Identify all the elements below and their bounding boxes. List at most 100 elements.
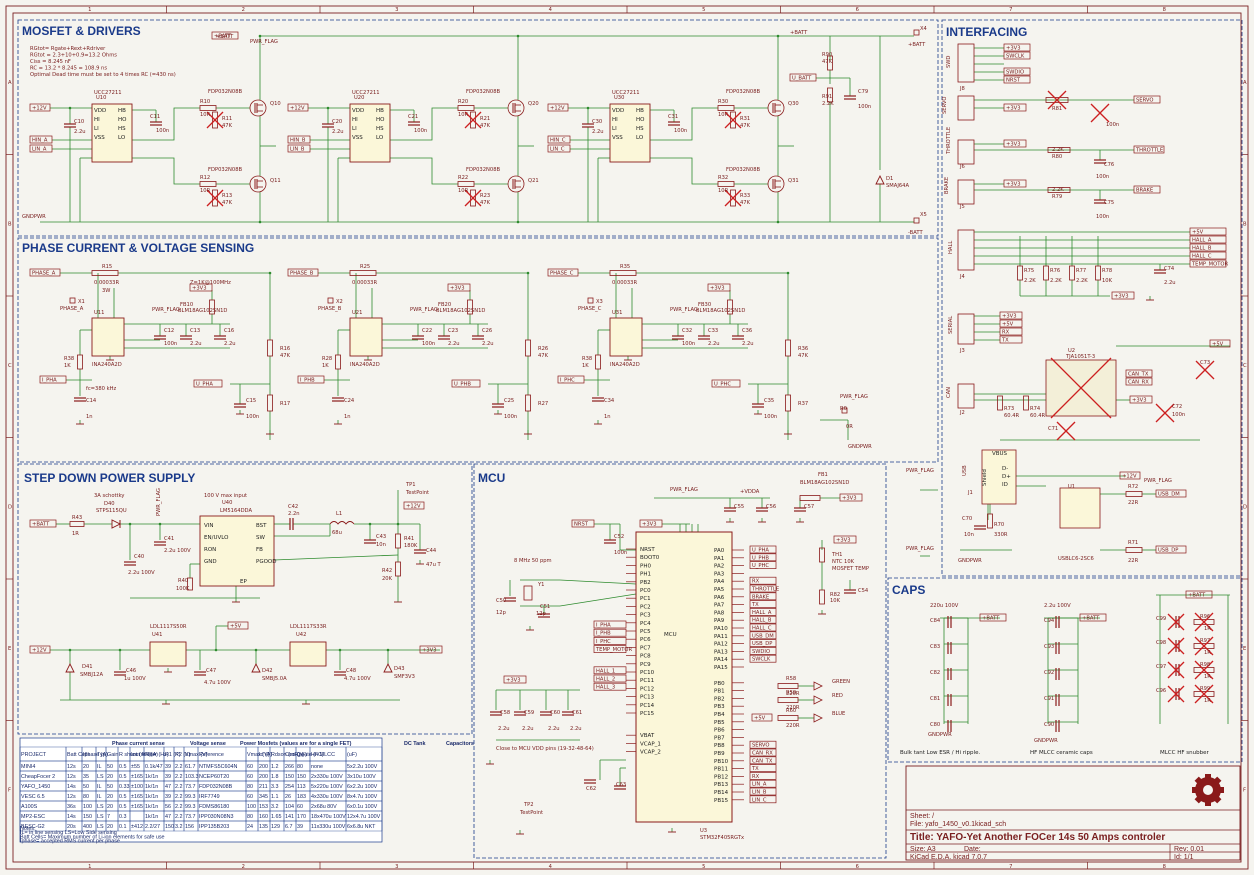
ic-ref: U10 (96, 95, 106, 101)
table-value: 99.3 (185, 794, 196, 800)
resistor (395, 561, 401, 577)
net-label-text: HALL_A (1192, 238, 1212, 244)
table-note: IL= in line sensing LS=Low Side sensing (20, 830, 117, 836)
buck-ic (199, 515, 275, 587)
net-label-text: +3V3 (1002, 314, 1017, 320)
mcu-pin-left: PC0 (640, 588, 651, 594)
table-value: 1k/1n (145, 774, 158, 780)
xtal-ref: Y1 (537, 582, 544, 588)
net-label-text: U_PHB (454, 382, 471, 388)
section-title-sensing: PHASE CURRENT & VOLTAGE SENSING (22, 241, 254, 255)
diode-val: SMAJ64A (886, 183, 909, 189)
net-label (447, 283, 471, 292)
fb-ref: FB30 (698, 302, 711, 308)
mcu-pin-right: PA0 (714, 548, 725, 554)
tb-size: Size: A3 (910, 846, 936, 853)
decouple-note: Close to MCU VDD pins (19-32-48-64) (496, 746, 594, 752)
cap-ref: C81 (930, 696, 940, 702)
res-ref: R60 (786, 708, 796, 714)
table-value: 160 (259, 814, 268, 820)
res-ref: R33 (740, 193, 750, 199)
cap-val: 2.2u (708, 341, 720, 347)
net-label-text: +12V (550, 106, 565, 112)
shunt-w: 3W (102, 288, 110, 294)
res-val: 47K (740, 123, 751, 129)
diode-val: STPS115QU (96, 508, 127, 514)
shunt-ref: R35 (620, 264, 630, 270)
mosfet-note: RC = 13.2 * 8.245 = 108.9 ns (30, 66, 107, 72)
res-ref: R96 (1200, 614, 1210, 620)
table-value: ±412 (131, 824, 143, 830)
r0-res (841, 407, 848, 414)
table-value: 100 (247, 804, 256, 810)
cap-val: 100n (674, 128, 687, 134)
table-value: FDP032N08B (199, 784, 233, 790)
net-label (403, 501, 425, 510)
net-label (1003, 103, 1027, 112)
net-label-text: SWDIO (1006, 70, 1024, 76)
pin-name: HI (352, 117, 358, 123)
junction (516, 34, 520, 38)
net-label-text: TEMP_MOTOR (595, 647, 632, 653)
table-header: Vmax (V) (247, 752, 270, 758)
res-ref: R16 (280, 346, 290, 352)
table-value: 36s (67, 804, 76, 810)
cap-ref: C60 (550, 710, 560, 716)
table-value: LS (97, 774, 104, 780)
resistor (470, 189, 476, 207)
net-label (39, 375, 67, 384)
mcu-pin-left: PC3 (640, 613, 651, 619)
table-value: 1k/1n (145, 804, 158, 810)
mcu-pin-right: PA5 (714, 587, 725, 593)
table-value: ±100 (131, 784, 143, 790)
mcu-pin-left: PC1 (640, 596, 651, 602)
table-group-header: Capacitors (446, 741, 474, 747)
cap-ref: C48 (346, 668, 356, 674)
table-value: ±165 (131, 794, 143, 800)
net-label-text: +12V (32, 648, 47, 654)
net-label-text: HALL_3 (596, 685, 615, 691)
res-ref: R23 (480, 193, 490, 199)
pwr-flag: PWR_FLAG (410, 307, 438, 313)
net-label-text: I_PHA (42, 378, 57, 384)
pin-name: HO (376, 117, 385, 123)
res-ref: R17 (280, 401, 290, 407)
cap-ref: C84 (930, 618, 941, 624)
table-value: NCEP60T20 (199, 774, 229, 780)
table-header: Typ (97, 752, 106, 758)
driver-ic (91, 103, 133, 163)
border-row-label: E (8, 646, 11, 652)
border-col-label: 3 (395, 864, 398, 870)
cap-ref: C20 (332, 119, 342, 125)
net-label (1079, 613, 1107, 622)
res-ref: R97 (1200, 638, 1210, 644)
net-label-text: U_PHC (752, 563, 769, 569)
resistor (997, 395, 1003, 411)
cap-val: 10n (376, 542, 386, 548)
net-label (1185, 590, 1213, 599)
table-value: CheapFocer 2 (21, 774, 55, 780)
mcu-label: MCU (664, 632, 677, 638)
test-point (69, 297, 76, 304)
connector-brake (957, 179, 975, 205)
wire (132, 157, 200, 185)
net-label (287, 103, 309, 112)
table-header: Vmax (V) (185, 752, 208, 758)
mcu-pin-left: PC14 (640, 703, 655, 709)
net-label (193, 379, 223, 388)
net-label (749, 561, 777, 569)
mcu-pin-left: PC10 (640, 670, 655, 676)
resistor (785, 394, 791, 412)
tb-title: Title: YAFO-Yet Another FOCer 14s 50 Amp… (910, 832, 1165, 843)
net-label-text: U_BATT (792, 76, 812, 82)
junction (776, 34, 780, 38)
table-value: BESC-G2 (21, 824, 45, 830)
resistor (267, 394, 273, 412)
res-val: 2.2K (822, 101, 834, 107)
caps-note: HF MLCC ceramic caps (1030, 750, 1093, 756)
resistor (209, 299, 215, 315)
table-value: 0.5 (119, 804, 127, 810)
diode-ref: D43 (394, 666, 405, 672)
table-value: ±165 (131, 804, 143, 810)
res-ref: R73 (1004, 406, 1014, 412)
